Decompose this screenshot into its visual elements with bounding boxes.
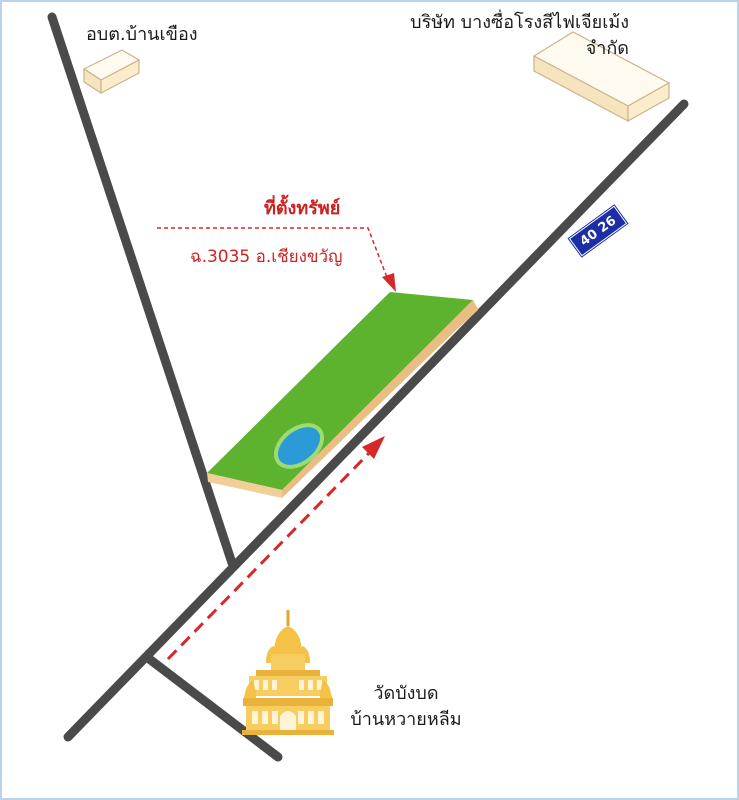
pond-icon xyxy=(274,423,324,469)
property-address: ฉ.3035 อ.เชียงขวัญ xyxy=(190,247,343,267)
office-building-icon xyxy=(82,49,141,95)
property-pointer-arrow xyxy=(157,227,396,292)
road-north-branch xyxy=(47,12,237,568)
company-label-line2: จำกัด xyxy=(585,38,629,59)
road-south-branch xyxy=(143,653,283,762)
temple-label-line1: วัดบังบด xyxy=(373,683,439,704)
property-title: ที่ตั้งทรัพย์ xyxy=(264,198,341,219)
temple-label: วัดบังบด บ้านหวายหลีม xyxy=(326,681,486,733)
company-label-line1: บริษัท บางซื่อโรงสีไฟเจียเม้ง xyxy=(410,12,629,33)
roads xyxy=(47,12,689,762)
temple-label-line2: บ้านหวายหลีม xyxy=(350,709,462,730)
company-building-icon xyxy=(532,31,671,123)
road-main-4026 xyxy=(63,99,689,742)
property-land xyxy=(207,292,478,498)
company-label: บริษัท บางซื่อโรงสีไฟเจียเม้ง จำกัด xyxy=(383,10,629,62)
temple-icon xyxy=(242,610,334,735)
office-label: อบต.บ้านเขือง xyxy=(86,24,198,45)
route-arrow xyxy=(166,436,385,661)
